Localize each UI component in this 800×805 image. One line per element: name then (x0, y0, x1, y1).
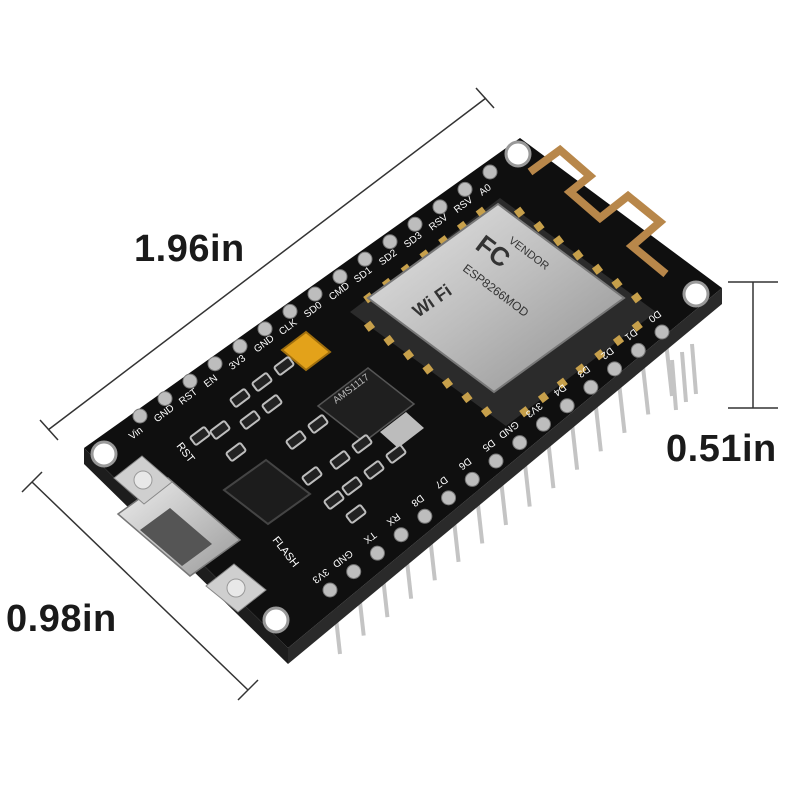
header-pad (393, 527, 409, 543)
header-pad (457, 181, 473, 197)
smd-component (307, 414, 329, 434)
header-pin (664, 341, 674, 397)
header-pad (322, 582, 338, 598)
castellated-pad (630, 292, 643, 304)
castellated-pad (533, 220, 545, 233)
height-dimension-line (728, 281, 778, 409)
castellated-pad (572, 249, 584, 261)
header-pad (607, 361, 623, 377)
header-pin (680, 351, 688, 403)
header-pad (382, 234, 398, 250)
header-pad (332, 269, 348, 285)
header-pad (417, 508, 433, 524)
smd-component (261, 394, 283, 414)
top-header-pads (132, 164, 498, 424)
smd-components (189, 356, 407, 524)
header-pad (357, 251, 373, 267)
castellated-pad (575, 363, 587, 375)
castellated-pad (594, 349, 606, 361)
header-pin (690, 343, 698, 395)
header-pad (654, 324, 670, 340)
header-pad (182, 373, 198, 389)
right-header-pins (670, 343, 698, 411)
header-pad (482, 164, 498, 180)
voltage-regulator: AMS1117 (316, 367, 424, 448)
castellated-pad (556, 377, 568, 389)
header-pad (257, 321, 273, 337)
pcb-antenna (527, 144, 669, 278)
header-pad (583, 379, 599, 395)
tantalum-capacitor (280, 330, 332, 372)
castellated-pad (422, 363, 434, 375)
smd-component (341, 476, 363, 496)
header-pad (307, 286, 323, 302)
smd-component (189, 426, 211, 446)
mounting-holes (90, 140, 710, 634)
length-dimension-line (39, 87, 495, 441)
castellated-pad (519, 406, 531, 418)
smd-component (301, 466, 323, 486)
castellated-pad (611, 277, 623, 290)
smd-component (351, 434, 373, 454)
smd-component (273, 356, 295, 376)
header-pad (630, 342, 646, 358)
header-pad (559, 398, 575, 414)
header-pad (488, 453, 504, 469)
castellated-pad (383, 334, 395, 347)
header-pad (432, 199, 448, 215)
header-pad (512, 435, 528, 451)
header-pad (207, 356, 223, 372)
header-pad (441, 490, 457, 506)
smd-component (209, 420, 231, 440)
castellated-pad (631, 320, 643, 332)
header-pad (232, 338, 248, 354)
bottom-header-pads (322, 324, 670, 598)
smd-component (285, 430, 307, 450)
castellated-pad (461, 391, 473, 404)
smd-component (225, 442, 247, 462)
castellated-pad (363, 320, 376, 332)
castellated-pad (537, 391, 550, 404)
header-pad (346, 564, 362, 580)
header-pin (670, 359, 678, 411)
castellated-pad (513, 206, 526, 218)
header-pin (640, 360, 651, 415)
rf-shield (366, 202, 626, 394)
length-dimension-label: 1.96in (134, 228, 245, 270)
header-pad (282, 303, 298, 319)
smd-component (323, 490, 345, 510)
smd-component (345, 504, 367, 524)
header-pad (157, 391, 173, 407)
header-pad (535, 416, 551, 432)
castellated-pad (552, 235, 565, 247)
castellated-pad (612, 334, 625, 347)
width-dimension-line (21, 471, 259, 701)
castellated-pad (402, 349, 415, 361)
smd-component (363, 460, 385, 480)
header-pad (407, 216, 423, 232)
header-pad (464, 471, 480, 487)
header-pad (132, 408, 148, 424)
castellated-pad (441, 377, 454, 389)
height-dimension-label: 0.51in (666, 428, 777, 470)
header-pad (369, 545, 385, 561)
esp-module (350, 198, 656, 426)
smd-component (239, 410, 261, 430)
usb-uart-chip (222, 458, 312, 526)
width-dimension-label: 0.98in (6, 598, 117, 640)
smd-component (251, 372, 273, 392)
smd-component (385, 444, 407, 464)
smd-component (229, 388, 251, 408)
castellated-pad (480, 406, 493, 418)
castellated-pad (591, 263, 604, 275)
rst-button: RST (113, 440, 197, 505)
smd-component (329, 450, 351, 470)
